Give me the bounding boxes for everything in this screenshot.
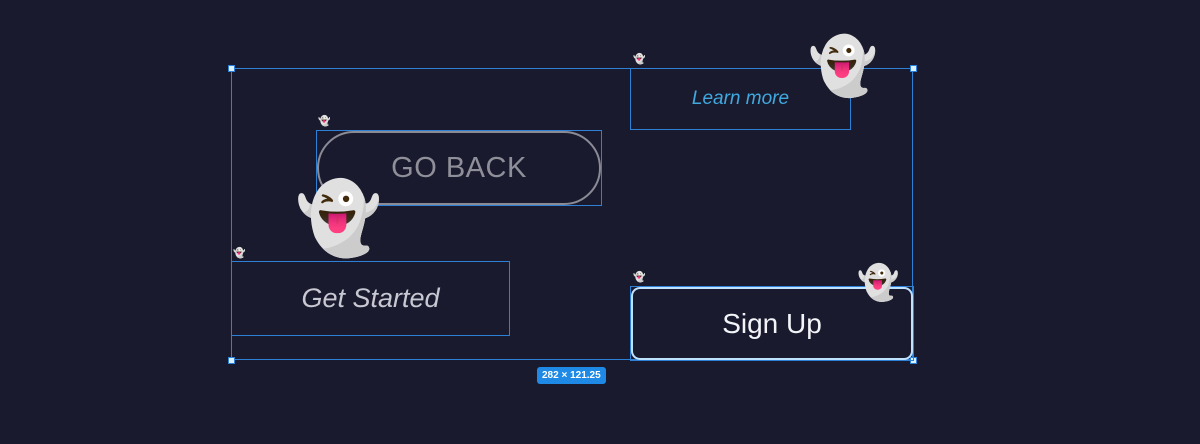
go-back-button[interactable]: GO BACK — [317, 131, 601, 205]
resize-handle-bottom-left[interactable] — [228, 357, 235, 364]
cursor-ghost-icon: 👻 — [633, 54, 646, 65]
group-selection-frame[interactable] — [231, 68, 913, 360]
ghost-icon: 👻 — [857, 264, 900, 302]
get-started-button[interactable]: Get Started — [231, 261, 510, 336]
get-started-label: Get Started — [301, 283, 440, 313]
sign-up-selection-box — [630, 286, 914, 361]
ghost-icon: 👻 — [295, 179, 383, 257]
selection-size-badge: 282 × 121.25 — [537, 367, 606, 384]
go-back-selection-box — [316, 130, 602, 206]
cursor-ghost-icon: 👻 — [318, 116, 331, 127]
resize-handle-top-left[interactable] — [228, 65, 235, 72]
resize-handle-top-right[interactable] — [910, 65, 917, 72]
ghost-icon: 👻 — [808, 34, 878, 97]
cursor-ghost-icon: 👻 — [633, 272, 646, 283]
go-back-label: GO BACK — [391, 151, 527, 184]
cursor-ghost-icon: 👻 — [233, 248, 246, 259]
learn-more-link[interactable]: Learn more — [630, 68, 851, 130]
learn-more-label: Learn more — [691, 88, 790, 109]
sign-up-button[interactable]: Sign Up — [631, 287, 913, 360]
sign-up-label: Sign Up — [722, 307, 822, 339]
